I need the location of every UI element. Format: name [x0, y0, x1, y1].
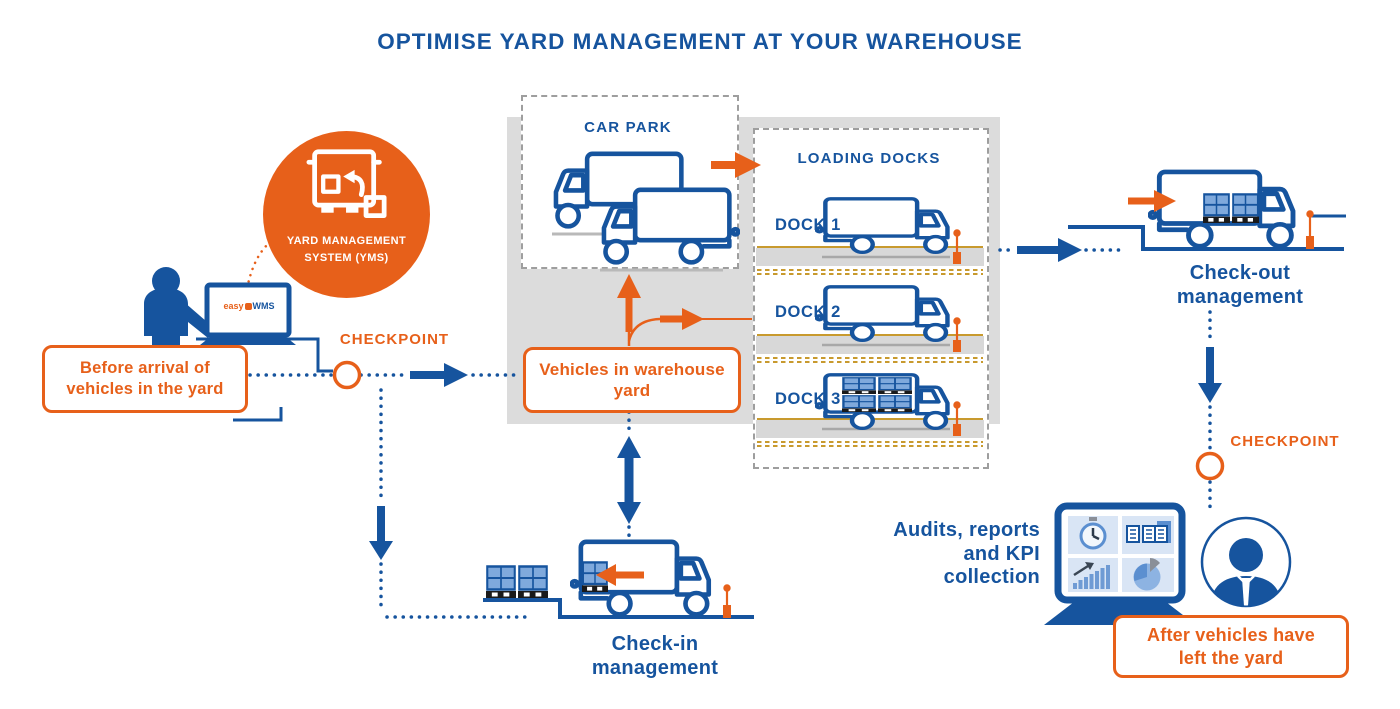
yms-badge: YARD MANAGEMENT SYSTEM (YMS) — [263, 131, 430, 298]
car-park-label: CAR PARK — [584, 119, 672, 136]
checkpoint-left-label: CHECKPOINT — [339, 331, 450, 348]
yms-truck-icon — [306, 149, 387, 218]
checkin-ground — [483, 598, 754, 619]
pallet-icon — [1232, 193, 1259, 223]
dock1-label: DOCK 1 — [775, 216, 841, 234]
stopwatch-icon — [1079, 517, 1107, 550]
audits-laptop-icon — [1044, 502, 1196, 625]
right-checkpoint-circle — [1195, 451, 1225, 481]
bar-chart-icon — [1073, 562, 1110, 589]
pie-chart-icon — [1133, 558, 1161, 591]
checkout-arrow-icon — [1128, 190, 1176, 212]
manager-avatar — [1200, 516, 1292, 608]
yms-label-line1: YARD MANAGEMENT — [286, 235, 407, 247]
yms-dotted-link — [245, 242, 270, 290]
pallet-icon — [1203, 193, 1230, 223]
dock3-label: DOCK 3 — [775, 390, 841, 408]
page-title: OPTIMISE YARD MANAGEMENT AT YOUR WAREHOU… — [377, 29, 1023, 54]
checkpoint-right-label: CHECKPOINT — [1230, 433, 1340, 450]
dock-roads — [756, 246, 984, 447]
pallet-icon — [518, 565, 548, 598]
left-checkpoint-circle — [332, 360, 362, 390]
pallet-icon — [486, 565, 516, 598]
checkin-arrow-icon — [596, 564, 644, 586]
easy-wms-logo-icon — [244, 303, 252, 311]
reports-icon — [1126, 521, 1171, 543]
dotted-route-down-left — [379, 388, 534, 619]
dock2-label: DOCK 2 — [775, 303, 841, 321]
checkout-ramp — [1068, 225, 1344, 251]
pallet-icon — [878, 377, 912, 394]
orange-flow — [245, 152, 761, 346]
dock-poles — [723, 210, 1314, 618]
pallet-icon — [878, 395, 912, 412]
desk-laptop-icon — [200, 282, 296, 345]
loading-docks-label: LOADING DOCKS — [797, 150, 941, 167]
car-park-truck-icon — [588, 186, 740, 270]
yms-label-line2: SYSTEM (YMS) — [304, 251, 389, 264]
